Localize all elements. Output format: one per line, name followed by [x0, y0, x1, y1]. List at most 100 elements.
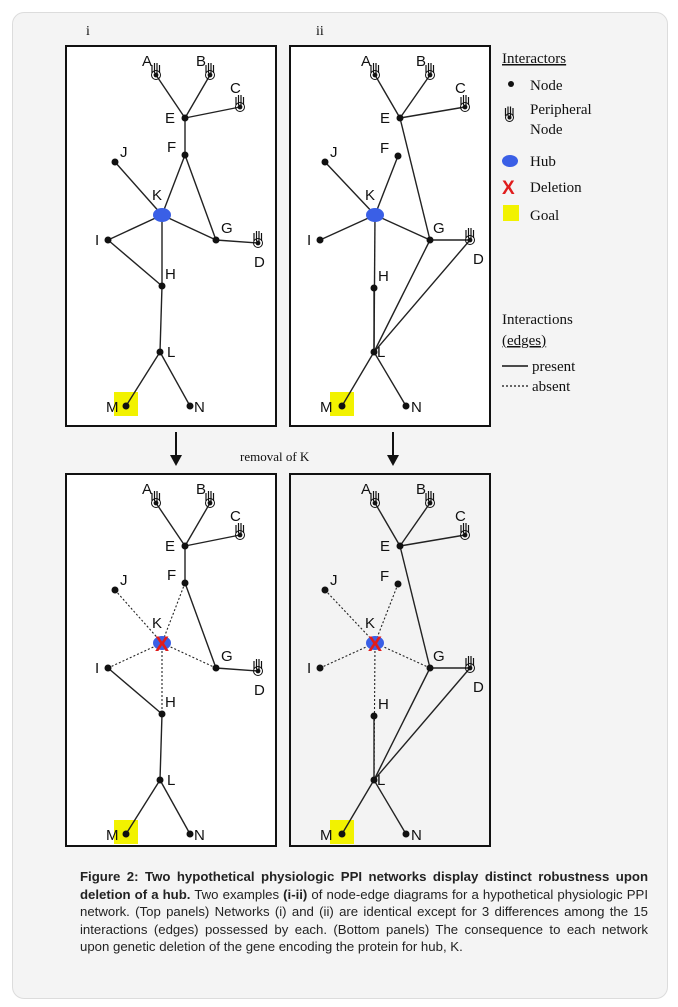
node-label-C-top-i: C — [230, 80, 241, 97]
panel-top-ii — [289, 45, 491, 427]
node-N-bottom-i — [186, 830, 194, 838]
node-N-top-ii — [402, 402, 410, 410]
node-label-K-top-i: K — [152, 187, 162, 204]
node-E-bottom-ii — [396, 542, 404, 550]
edge-F-K-top-ii — [374, 155, 399, 216]
legend-absent-label: absent — [532, 379, 571, 395]
legend-hub-label: Hub — [530, 154, 556, 170]
legend-hub-icon — [502, 155, 518, 167]
edge-B-E-bottom-ii — [399, 502, 431, 547]
node-label-C-top-ii: C — [455, 80, 466, 97]
peripheral-node-B-bottom-i — [205, 491, 215, 508]
node-label-N-top-i: N — [194, 399, 205, 416]
caption-text-1: Two examples — [190, 886, 284, 902]
edge-I-H-top-i — [107, 239, 163, 287]
edge-G-K-top-i — [161, 214, 217, 241]
peripheral-node-C-top-ii — [460, 95, 470, 112]
node-label-M-bottom-ii: M — [320, 827, 333, 844]
node-F-top-ii — [394, 152, 402, 160]
edge-G-L-bottom-ii — [373, 667, 431, 781]
edge-D-L-bottom-ii — [373, 667, 471, 781]
node-E-top-ii — [396, 114, 404, 122]
node-L-top-i — [156, 348, 164, 356]
edge-D-L-top-ii — [373, 239, 471, 353]
edge-L-M-top-i — [125, 351, 161, 407]
node-J-top-ii — [321, 158, 329, 166]
edge-L-N-top-ii — [373, 351, 407, 407]
legend-peripheral-node-icon — [504, 106, 514, 122]
caption-bold-examples: (i-ii) — [283, 886, 308, 902]
panel-top-i — [65, 45, 277, 427]
node-H-bottom-i — [158, 710, 166, 718]
node-label-A-bottom-i: A — [142, 481, 152, 498]
node-label-N-top-ii: N — [411, 399, 422, 416]
edge-E-G-bottom-ii — [399, 545, 431, 669]
edge-L-M-bottom-ii — [341, 779, 375, 835]
node-L-top-ii — [370, 348, 378, 356]
node-label-H-bottom-i: H — [165, 694, 176, 711]
peripheral-node-D-bottom-ii — [465, 656, 475, 673]
node-label-D-bottom-ii: D — [473, 679, 484, 696]
peripheral-node-C-bottom-i — [235, 523, 245, 540]
node-G-top-ii — [426, 236, 434, 244]
legend-peripheral-label-1: Peripheral — [530, 102, 592, 118]
node-label-B-top-i: B — [196, 53, 206, 70]
node-N-top-i — [186, 402, 194, 410]
edge-H-L-bottom-i — [159, 713, 163, 781]
edge-F-K-top-i — [161, 154, 186, 216]
edge-C-E-bottom-i — [184, 534, 241, 547]
caption-bold-intro: Figure 2: Two hypothetical physiologic P… — [80, 869, 648, 902]
peripheral-node-D-top-i — [253, 231, 263, 248]
node-label-A-bottom-ii: A — [361, 481, 371, 498]
arrow-down-left — [170, 432, 182, 466]
node-label-I-top-i: I — [95, 232, 99, 249]
hub-node-K-bottom-i — [153, 636, 171, 650]
node-J-top-i — [111, 158, 119, 166]
panel-label-i: i — [86, 24, 90, 39]
legend-goal-label: Goal — [530, 208, 559, 224]
peripheral-node-C-bottom-ii — [460, 523, 470, 540]
node-label-L-bottom-i: L — [167, 772, 175, 789]
edge-A-E-bottom-i — [155, 502, 186, 547]
legend: Interactors Node Peripheral Node Hub X D… — [502, 51, 592, 395]
edge-B-E-bottom-i — [184, 502, 211, 547]
node-label-I-bottom-ii: I — [307, 660, 311, 677]
node-label-L-top-i: L — [167, 344, 175, 361]
node-label-K-top-ii: K — [365, 187, 375, 204]
edge-G-K-bottom-i — [161, 642, 217, 669]
legend-interactions-label-2: (edges) — [502, 333, 546, 349]
node-label-F-top-i: F — [167, 139, 176, 156]
peripheral-node-A-bottom-i — [151, 491, 161, 508]
peripheral-node-A-top-ii — [370, 63, 380, 80]
node-label-K-bottom-ii: K — [365, 615, 375, 632]
node-M-bottom-i — [122, 830, 130, 838]
deletion-mark-bottom-i: X — [155, 633, 169, 656]
edge-G-D-top-i — [215, 239, 259, 244]
edge-I-K-top-ii — [319, 214, 376, 241]
node-label-N-bottom-i: N — [194, 827, 205, 844]
edge-L-M-top-ii — [341, 351, 375, 407]
node-label-C-bottom-ii: C — [455, 508, 466, 525]
node-label-H-bottom-ii: H — [378, 696, 389, 713]
peripheral-node-B-bottom-ii — [425, 491, 435, 508]
edge-A-E-top-i — [155, 74, 186, 119]
transition-label: removal of K — [240, 449, 310, 464]
caption-text-2: of node-edge diagrams for a hypothetical… — [80, 886, 648, 955]
node-label-L-top-ii: L — [377, 344, 385, 361]
peripheral-node-A-bottom-ii — [370, 491, 380, 508]
edge-B-E-top-i — [184, 74, 211, 119]
edge-I-H-bottom-i — [107, 667, 163, 715]
node-label-L-bottom-ii: L — [377, 772, 385, 789]
edge-C-E-top-i — [184, 106, 241, 119]
node-label-A-top-ii: A — [361, 53, 371, 70]
edge-F-G-top-i — [184, 154, 217, 241]
node-label-I-bottom-i: I — [95, 660, 99, 677]
node-label-B-bottom-i: B — [196, 481, 206, 498]
node-F-bottom-i — [181, 579, 189, 587]
node-label-K-bottom-i: K — [152, 615, 162, 632]
edge-B-E-top-ii — [399, 74, 431, 119]
node-label-H-top-ii: H — [378, 268, 389, 285]
hub-node-K-top-ii — [366, 208, 384, 222]
